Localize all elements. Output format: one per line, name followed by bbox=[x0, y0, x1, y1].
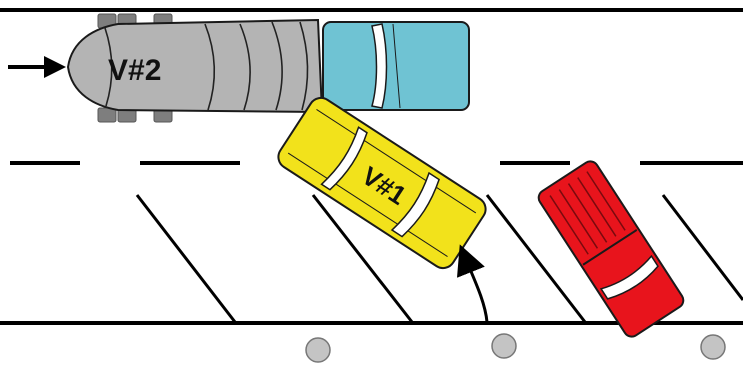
parking-stall-lines bbox=[135, 194, 743, 323]
v2-mixer-drum bbox=[66, 18, 324, 114]
v2-label: V#2 bbox=[108, 54, 161, 87]
vehicle-v2-truck: V#2 bbox=[66, 13, 470, 123]
vehicle-red-pickup bbox=[537, 160, 685, 338]
arrow-right-icon bbox=[8, 56, 66, 78]
curved-arrow-icon bbox=[456, 244, 489, 323]
vehicle-v1-car: V#1 bbox=[277, 96, 487, 270]
curb-markers bbox=[305, 333, 726, 363]
